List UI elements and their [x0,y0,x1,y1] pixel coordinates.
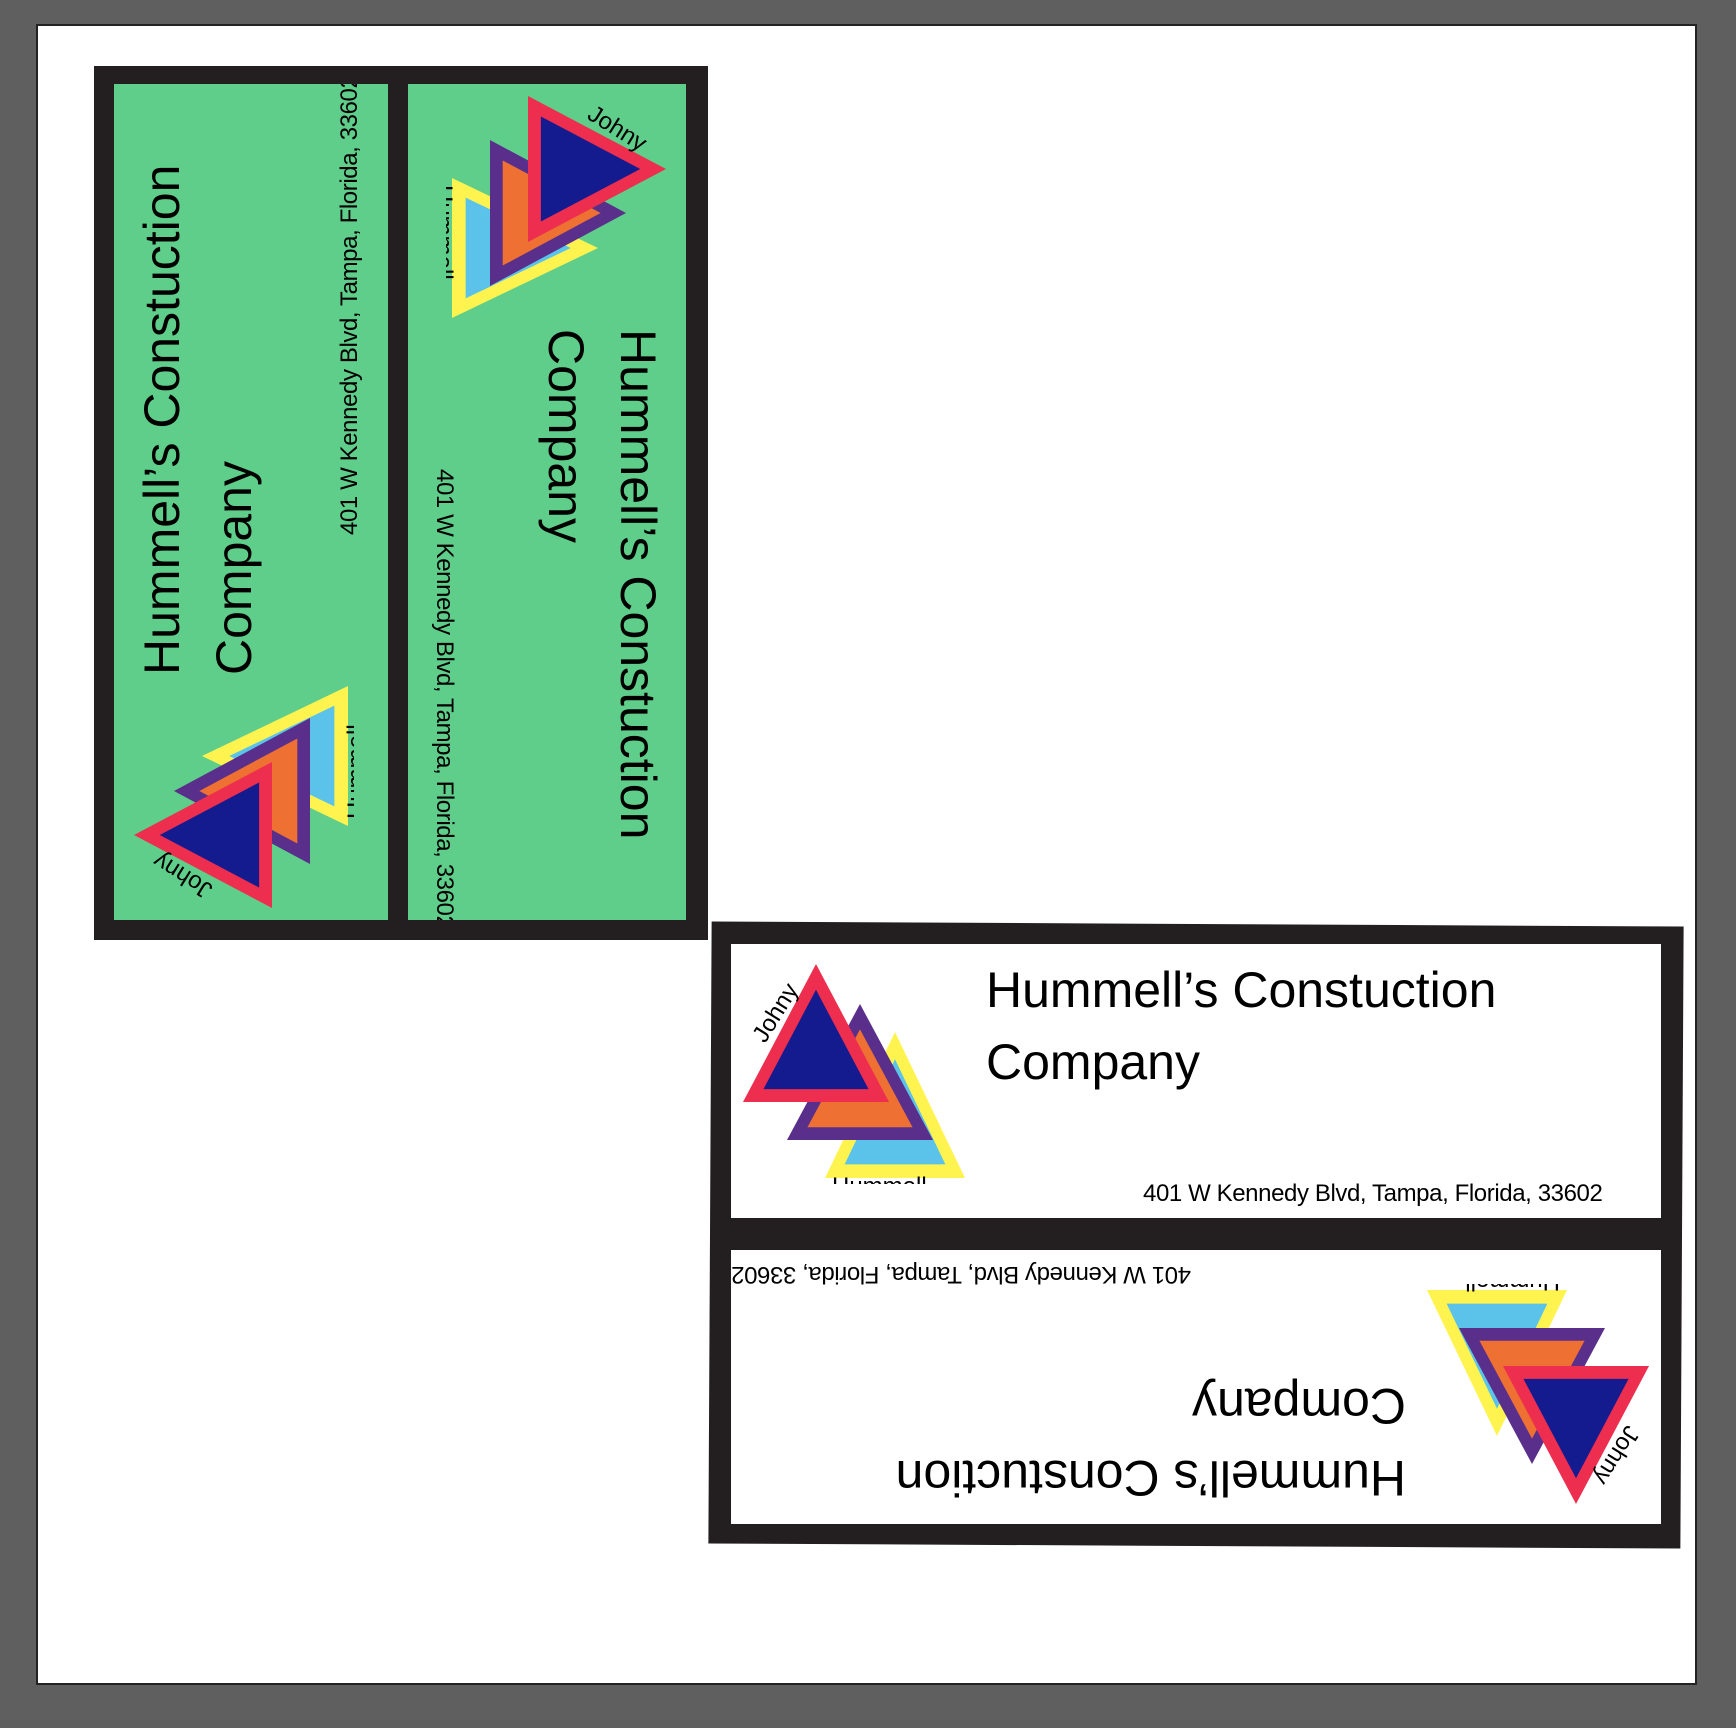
logo-name-bottom: Hummell [343,724,354,819]
artboard: Hummell’s Constuction Company 401 W Kenn… [36,24,1697,1685]
company-name-line2: Company [538,329,594,543]
company-name-line2: Company [986,1034,1200,1090]
business-card-green-1: Hummell’s Constuction Company 401 W Kenn… [114,84,388,920]
business-card-white-inverted: Hummell’s Constuction Company 401 W Kenn… [731,1250,1661,1524]
company-name: Hummell’s Constuction Company [896,1370,1406,1514]
stacked-triangles-logo-icon: Johny Hummell [134,686,354,908]
address-text: 401 W Kennedy Blvd, Tampa, Florida, 3360… [731,1261,1191,1288]
logo-name-bottom: Hummell [832,1173,927,1184]
logo-name-bottom: Hummell [1465,1284,1560,1295]
company-name: Hummell’s Constuction Company [530,329,674,839]
business-card-white-upright: Hummell’s Constuction Company 401 W Kenn… [731,944,1661,1218]
stacked-triangles-logo-icon: Johny Hummell [1427,1284,1649,1504]
logo-name-bottom: Hummell [446,185,457,280]
company-name-line2: Company [1192,1378,1406,1434]
company-name-line1: Hummell’s Constuction [895,1450,1406,1506]
company-name-line1: Hummell’s Constuction [134,164,190,675]
company-name-line2: Company [206,461,262,675]
company-name-line1: Hummell’s Constuction [610,329,666,840]
address-text: 401 W Kennedy Blvd, Tampa, Florida, 3360… [336,84,363,535]
business-card-green-2: Hummell’s Constuction Company 401 W Kenn… [408,84,686,920]
address-text: 401 W Kennedy Blvd, Tampa, Florida, 3360… [1143,1180,1603,1207]
company-name-line1: Hummell’s Constuction [986,962,1497,1018]
company-name: Hummell’s Constuction Company [126,165,270,675]
stacked-triangles-logo-icon: Johny Hummell [743,964,965,1184]
stacked-triangles-logo-icon: Johny Hummell [446,96,666,318]
company-name: Hummell’s Constuction Company [986,954,1496,1098]
triangle-red-inner [1523,1378,1629,1479]
triangle-red-inner [159,782,260,888]
triangle-red-inner [763,989,869,1090]
address-text: 401 W Kennedy Blvd, Tampa, Florida, 3360… [431,469,458,920]
triangle-red-inner [540,116,641,222]
